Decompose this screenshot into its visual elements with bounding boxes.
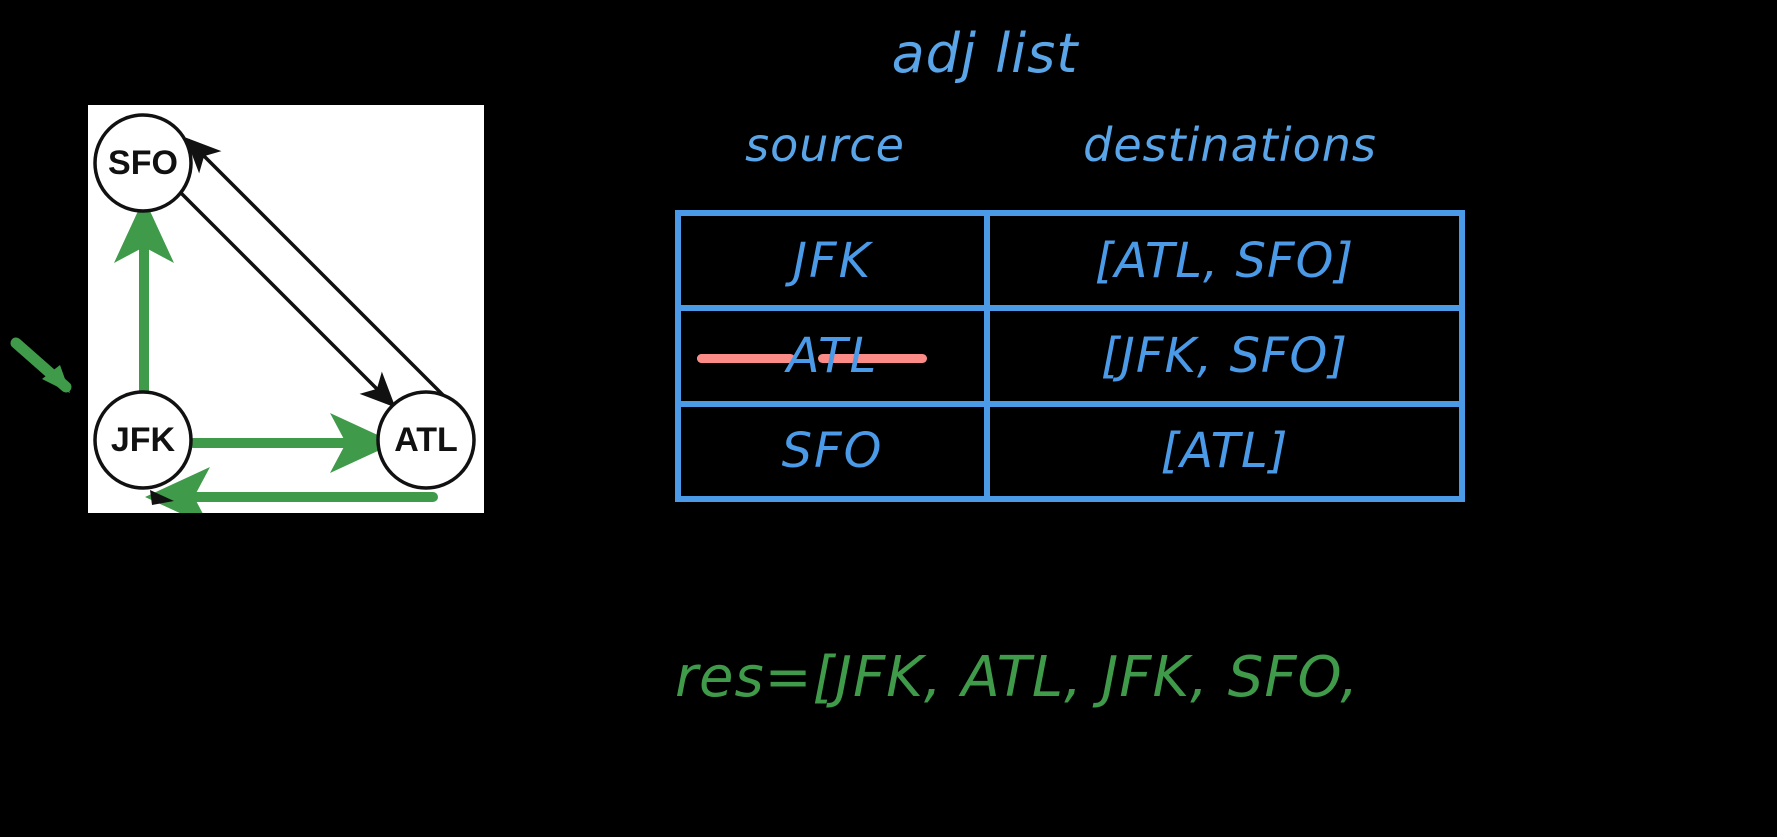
column-header-destinations: destinations <box>1083 118 1377 172</box>
cell-destinations: [ATL] <box>990 407 1459 496</box>
graph-node-jfk[interactable]: JFK <box>93 390 193 490</box>
edge-atl-sfo <box>185 137 455 407</box>
source-label: JFK <box>792 232 873 289</box>
destinations-label: [JFK, SFO] <box>1100 327 1349 384</box>
graph-node-sfo-label: SFO <box>108 144 178 182</box>
table-row[interactable]: SFO [ATL] <box>681 406 1459 496</box>
edge-atl-jfk-head <box>150 490 174 505</box>
graph-svg: SFO JFK ATL <box>93 113 476 513</box>
graph-node-jfk-label: JFK <box>111 421 176 459</box>
cursor-arrow-icon <box>10 337 72 393</box>
adj-list-title: adj list <box>891 22 1079 85</box>
graph-node-sfo[interactable]: SFO <box>93 113 193 213</box>
source-label: ATL <box>786 327 879 384</box>
cell-source: SFO <box>681 406 990 496</box>
table-row[interactable]: JFK [ATL, SFO] <box>681 216 1459 363</box>
edge-sfo-atl <box>179 191 396 408</box>
cell-source: ATL <box>681 311 990 401</box>
source-label: SFO <box>781 423 884 480</box>
destinations-label: [ATL] <box>1160 423 1289 480</box>
cell-destinations: [JFK, SFO] <box>696 311 1459 400</box>
graph-panel: SFO JFK ATL <box>88 105 484 513</box>
table-row[interactable]: ATL [JFK, SFO] <box>681 311 1459 407</box>
graph-node-atl[interactable]: ATL <box>376 390 476 490</box>
result-list: res=[JFK, ATL, JFK, SFO, <box>675 645 1360 710</box>
destinations-label: [ATL, SFO] <box>1094 232 1355 289</box>
adj-list-table: JFK [ATL, SFO] ATL [JFK, SFO] SFO [ATL] <box>675 210 1465 502</box>
column-header-source: source <box>745 118 905 172</box>
cell-destinations: [ATL, SFO] <box>696 216 1459 363</box>
graph-node-atl-label: ATL <box>394 421 458 459</box>
cell-source: JFK <box>681 216 990 306</box>
